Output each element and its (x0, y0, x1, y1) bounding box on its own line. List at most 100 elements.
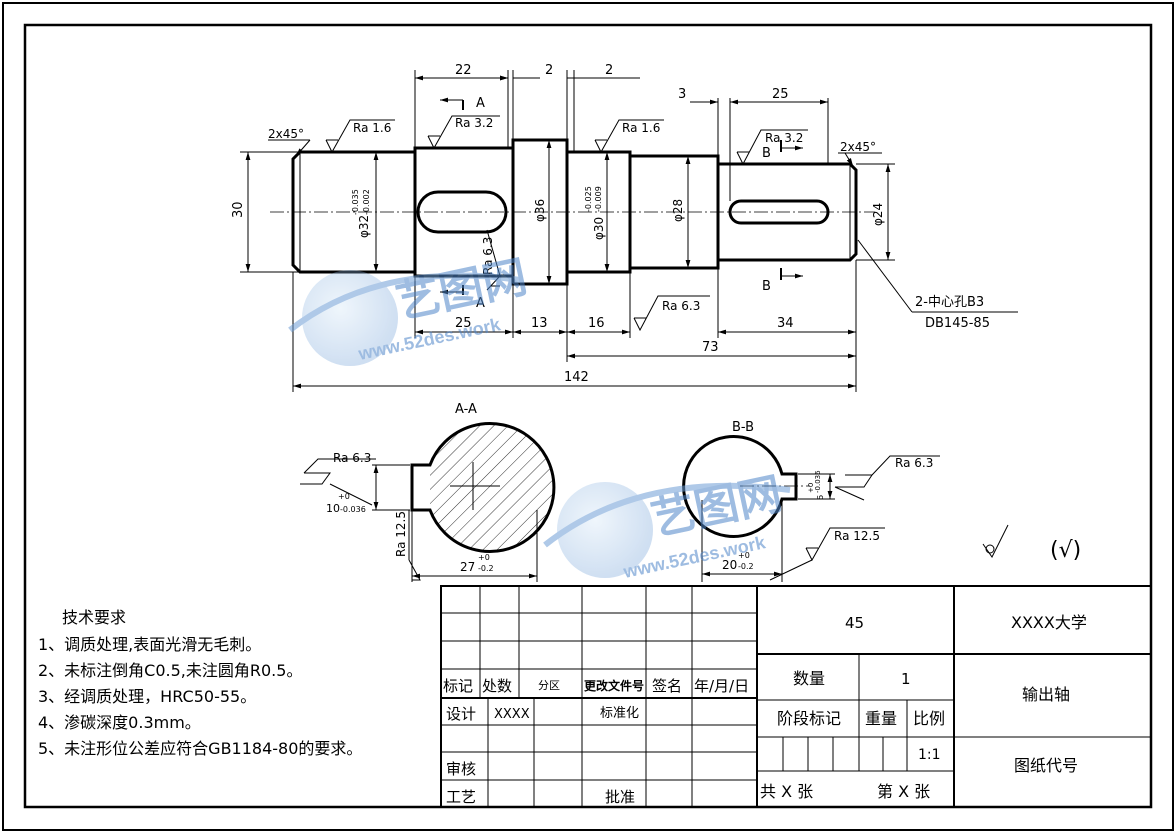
dim-phi36: φ36 (533, 199, 547, 222)
svg-text:+0: +0 (738, 551, 750, 560)
roughness-ra32-right: Ra 3.2 (736, 129, 808, 166)
svg-text:Ra 3.2: Ra 3.2 (765, 131, 803, 145)
svg-text:Ra 6.3: Ra 6.3 (662, 299, 700, 313)
keyway-right (728, 199, 830, 225)
dim-142: 142 (564, 370, 589, 385)
tb-gengai: 更改文件号 (584, 678, 644, 693)
dim-22: 22 (455, 63, 472, 78)
tech-req-item: 4、渗碳深度0.3mm。 (38, 713, 201, 732)
tb-school: XXXX大学 (1011, 613, 1087, 632)
dim-25-top: 25 (772, 87, 789, 102)
segment-phi36-collar (511, 138, 569, 286)
tb-gongyi: 工艺 (446, 788, 476, 806)
tb-quantity: 1 (901, 670, 911, 688)
tb-gong-x-zhang: 共 X 张 (760, 782, 813, 801)
aa-tol-upper: +0 (338, 492, 350, 501)
title-block: 标记 处数 分区 更改文件号 签名 年/月/日 设计 XXXX 标准化 审核 工… (440, 585, 1152, 808)
svg-text:Ra 1.6: Ra 1.6 (622, 121, 660, 135)
section-bb-view: B-B 20 +0 -0.2 6 +0 -0.036 Ra 6.3 Ra 12.… (682, 420, 940, 582)
tol-phi30-upper: -0.025 (584, 186, 593, 212)
tech-req-item: 3、经调质处理，HRC50-55。 (38, 687, 256, 706)
tb-material: 45 (845, 614, 864, 632)
dim-phi24: φ24 (871, 203, 885, 226)
tol-phi32-upper: -0.035 (351, 189, 360, 215)
chamfer-right: 2x45° (840, 140, 876, 154)
tb-sheji: 设计 (446, 705, 476, 723)
dim-phi30: φ30 (592, 217, 606, 240)
section-aa-view: A-A Ra 6.3 +0 10 -0.036 27 +0 -0.2 Ra 12… (300, 402, 556, 582)
dim-34: 34 (777, 316, 794, 331)
tb-part-name: 输出轴 (1022, 685, 1070, 704)
svg-text:+0: +0 (478, 553, 490, 562)
tb-di-x-zhang: 第 X 张 (877, 782, 930, 801)
dim-30: 30 (231, 201, 246, 218)
roughness-ra16-left: Ra 1.6 (325, 119, 395, 154)
aa-width-value: 27 (460, 560, 475, 574)
tol-phi32-lower: -0.002 (362, 189, 371, 215)
shaft-main-view: A A B B 22 2 2 25 3 30 (231, 63, 1018, 392)
aa-tol-lower: -0.036 (340, 505, 366, 514)
svg-text:-0.2: -0.2 (478, 564, 494, 573)
svg-text:Ra 3.2: Ra 3.2 (455, 116, 493, 130)
tb-nianyueri: 年/月/日 (694, 677, 749, 695)
svg-text:Ra 12.5: Ra 12.5 (834, 529, 880, 543)
tb-scale: 1:1 (918, 747, 941, 763)
dim-phi32: φ32 (357, 215, 371, 238)
svg-text:6: 6 (816, 495, 825, 500)
roughness-ra16-mid: Ra 1.6 (594, 119, 664, 154)
segment-phi30 (567, 150, 632, 274)
svg-text:Ra 1.6: Ra 1.6 (353, 121, 391, 135)
tb-designer: XXXX (494, 707, 530, 722)
roughness-ra32-left: Ra 3.2 (427, 115, 500, 150)
tech-req-item: 1、调质处理,表面光滑无毛刺。 (38, 635, 261, 654)
section-label-a-top: A (476, 96, 485, 111)
roughness-bb-ra125: Ra 12.5 (805, 527, 885, 562)
tb-bili: 比例 (913, 709, 945, 728)
tb-chushu: 处数 (482, 677, 512, 695)
roughness-aa-ra125: Ra 12.5 (394, 510, 421, 581)
technical-requirements: 技术要求 1、调质处理,表面光滑无毛刺。 2、未标注倒角C0.5,未注圆角R0.… (38, 608, 362, 758)
svg-text:Ra 6.3: Ra 6.3 (895, 456, 933, 470)
tech-req-item: 2、未标注倒角C0.5,未注圆角R0.5。 (38, 661, 302, 680)
tol-phi30-lower: -0.009 (594, 186, 603, 212)
roughness-bb-ra63: Ra 6.3 (835, 455, 940, 488)
bb-width-value: 20 (722, 558, 737, 572)
dim-73: 73 (702, 340, 719, 355)
section-bb-title: B-B (732, 420, 754, 435)
roughness-ra63-bottom: Ra 6.3 (633, 295, 710, 332)
svg-text:+0: +0 (807, 483, 815, 493)
dim-25-bottom: 25 (455, 316, 472, 331)
tb-fenqu: 分区 (538, 679, 560, 692)
dim-phi28: φ28 (671, 199, 685, 222)
tb-qianming: 签名 (652, 677, 682, 695)
dim-3: 3 (678, 87, 686, 102)
svg-text:Ra 6.3: Ra 6.3 (333, 451, 371, 465)
tb-jieduan: 阶段标记 (777, 709, 841, 728)
section-label-b-top: B (762, 146, 771, 161)
svg-text:Ra 6.3: Ra 6.3 (481, 237, 495, 275)
svg-text:(√): (√) (1050, 538, 1081, 563)
tb-zhongliang: 重量 (865, 709, 897, 728)
segment-phi28 (630, 154, 720, 270)
tb-pizhun: 批准 (605, 788, 635, 806)
center-hole-note: 2-中心孔B3 (915, 295, 984, 310)
tech-req-title: 技术要求 (62, 608, 126, 627)
section-label-a-bottom: A (476, 296, 485, 311)
center-hole-standard: DB145-85 (925, 316, 990, 331)
keyway-left (416, 190, 508, 234)
dim-16: 16 (588, 316, 605, 331)
tb-biaoji: 标记 (443, 677, 473, 695)
aa-tol-value: 10 (326, 502, 340, 515)
svg-text:Ra 12.5: Ra 12.5 (394, 511, 408, 557)
svg-text:-0.036: -0.036 (814, 470, 822, 493)
general-roughness-symbol: (√) (982, 524, 1081, 563)
section-label-b-bottom: B (762, 279, 771, 294)
chamfer-left: 2x45° (268, 127, 304, 141)
section-aa-title: A-A (455, 402, 477, 417)
dim-13: 13 (531, 316, 548, 331)
svg-text:-0.2: -0.2 (738, 562, 754, 571)
tb-drawing-code: 图纸代号 (1014, 756, 1078, 775)
tb-biaozhunhua: 标准化 (600, 706, 639, 721)
